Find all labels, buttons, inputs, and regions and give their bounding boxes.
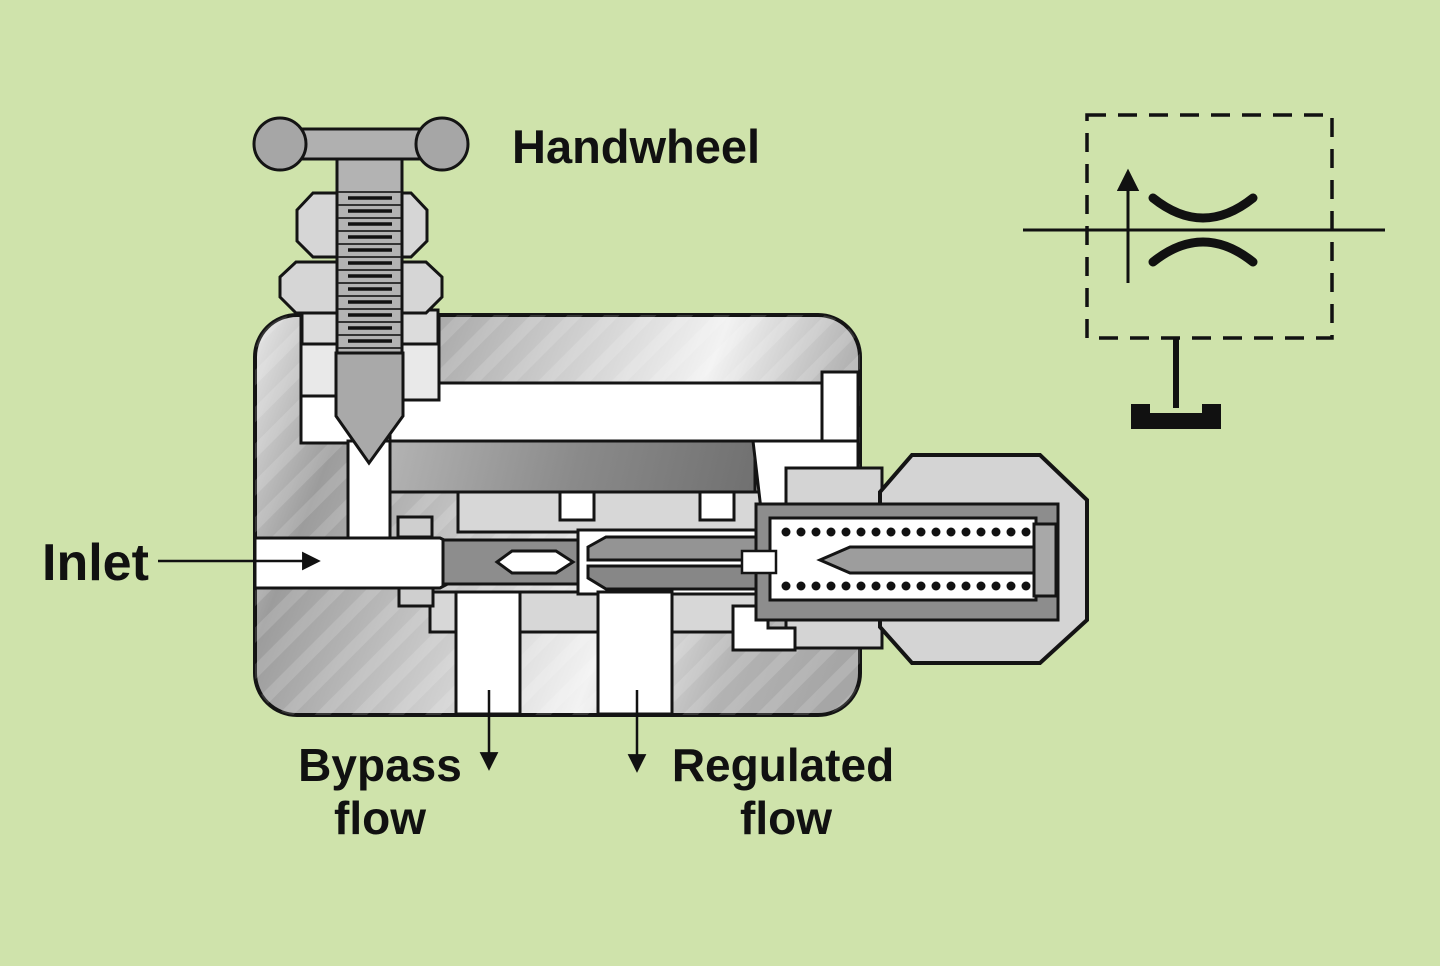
spool-plunger (816, 545, 1036, 575)
compensator-spool-bottom (586, 564, 758, 591)
bypass-flow-label-line1: Bypass (298, 739, 462, 791)
spool-neck-passage (740, 549, 778, 575)
inlet-label: Inlet (42, 534, 149, 592)
handwheel-knob-left (252, 116, 308, 172)
symbol-dashed-envelope (1085, 113, 1334, 340)
handwheel-label: Handwheel (512, 120, 760, 173)
screw-thread-dividers (338, 191, 401, 349)
needle (334, 351, 405, 466)
screw-thread-marks (348, 196, 392, 343)
adjusting-screw (335, 156, 404, 356)
regulated-port-channel (596, 590, 674, 716)
regulated-flow-label-line1: Regulated (672, 739, 894, 791)
spring-seat (1032, 522, 1058, 598)
symbol-tank (1131, 404, 1221, 429)
metering-orifice (494, 549, 576, 575)
body-core-wall (388, 439, 757, 494)
handwheel-assembly (252, 116, 470, 466)
bypass-flow-label-line2: flow (334, 792, 426, 844)
symbol-restriction-arc-bottom (1148, 237, 1258, 267)
symbol-restriction-arc-top (1148, 193, 1258, 223)
inlet-shoulder-bottom (397, 586, 435, 608)
spring-coil-dots (781, 527, 1031, 591)
handwheel-knob-right (414, 116, 470, 172)
regulated-flow-label-line2: flow (740, 792, 832, 844)
inlet-shoulder-top (396, 515, 434, 539)
flow-control-valve-symbol (1023, 113, 1385, 429)
spool-sleeve-top (456, 490, 792, 534)
upper-passage (388, 381, 824, 443)
sleeve-port-a (558, 490, 596, 522)
compensator-spool-top (586, 535, 758, 562)
sleeve-port-b (698, 490, 736, 522)
